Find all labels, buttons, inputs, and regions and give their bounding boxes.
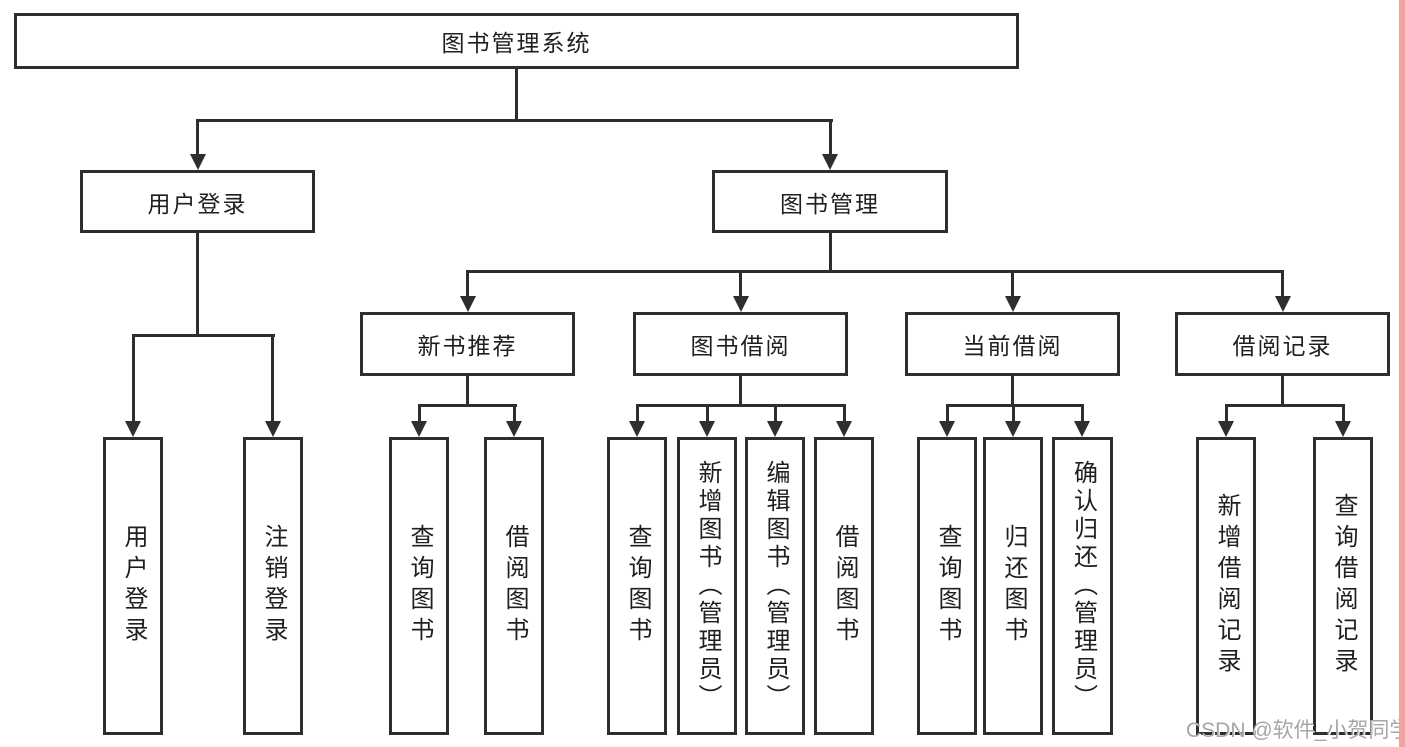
connector-line [636, 404, 846, 407]
node-label: 归还图书 [1000, 524, 1027, 648]
leaf-borrow-books-recommend: 借阅图书 [484, 437, 544, 735]
arrow-head [460, 296, 476, 312]
connector-line [132, 334, 135, 422]
connector-line [706, 404, 709, 422]
connector-line [1342, 404, 1345, 422]
arrow-head [939, 421, 955, 437]
arrow-head [836, 421, 852, 437]
node-user-login: 用户登录 [80, 170, 315, 233]
arrow-head [190, 154, 206, 170]
node-label: 查询图书 [934, 524, 961, 648]
connector-line [774, 404, 777, 422]
node-borrowing-records: 借阅记录 [1175, 312, 1390, 376]
leaf-borrow-books-borrowing: 借阅图书 [814, 437, 874, 735]
node-label: 用户登录 [147, 190, 248, 217]
connector-line [1012, 404, 1015, 422]
connector-line [829, 233, 832, 273]
node-book-management: 图书管理 [712, 170, 948, 233]
node-current-borrowing: 当前借阅 [905, 312, 1120, 376]
arrow-head [1005, 421, 1021, 437]
node-label: 借阅图书 [501, 524, 528, 648]
arrow-head [411, 421, 427, 437]
leaf-logout: 注销登录 [243, 437, 303, 735]
right-edge-strip [1399, 0, 1405, 747]
arrow-head [699, 421, 715, 437]
connector-line [196, 119, 833, 122]
connector-line [739, 375, 742, 407]
arrow-head [125, 421, 141, 437]
connector-line [1011, 270, 1014, 297]
arrow-head [1005, 296, 1021, 312]
arrow-head [1218, 421, 1234, 437]
node-label: 查询图书 [624, 524, 651, 648]
node-label: 借阅图书 [831, 524, 858, 648]
leaf-query-books-borrowing: 查询图书 [607, 437, 667, 735]
connector-line [946, 404, 949, 422]
connector-line [196, 233, 199, 336]
connector-line [271, 334, 274, 422]
connector-line [1281, 270, 1284, 297]
connector-line [466, 270, 1284, 273]
leaf-confirm-return-admin: 确认归还（管理员） [1052, 437, 1113, 735]
connector-line [829, 119, 832, 155]
node-book-borrowing: 图书借阅 [633, 312, 848, 376]
connector-line [1011, 375, 1014, 407]
connector-line [946, 404, 1084, 407]
node-label: 查询借阅记录 [1330, 493, 1357, 679]
node-new-book-recommendation: 新书推荐 [360, 312, 575, 376]
arrow-head [265, 421, 281, 437]
leaf-user-login: 用户登录 [103, 437, 163, 735]
leaf-edit-book-admin: 编辑图书（管理员） [745, 437, 805, 735]
connector-line [1225, 404, 1345, 407]
node-label: 查询图书 [406, 524, 433, 648]
connector-line [843, 404, 846, 422]
node-label: 编辑图书（管理员） [762, 460, 789, 712]
leaf-query-borrow-record: 查询借阅记录 [1313, 437, 1373, 735]
node-label: 借阅记录 [1232, 333, 1333, 359]
leaf-add-borrow-record: 新增借阅记录 [1196, 437, 1256, 735]
csdn-watermark: CSDN @软件_小贺同学 [1186, 719, 1405, 742]
arrow-head [822, 154, 838, 170]
arrow-head [506, 421, 522, 437]
node-label: 新增图书（管理员） [694, 460, 721, 712]
node-label: 确认归还（管理员） [1069, 460, 1097, 712]
connector-line [132, 334, 275, 337]
connector-line [418, 404, 517, 407]
connector-line [418, 404, 421, 422]
arrow-head [733, 296, 749, 312]
connector-line [1225, 404, 1228, 422]
connector-line [1081, 404, 1084, 422]
leaf-return-books: 归还图书 [983, 437, 1043, 735]
node-label: 图书管理系统 [441, 30, 592, 56]
connector-line [513, 404, 516, 422]
connector-line [739, 270, 742, 297]
arrow-head [1074, 421, 1090, 437]
node-label: 新书推荐 [417, 333, 518, 359]
leaf-query-books-current: 查询图书 [917, 437, 977, 735]
arrow-head [1335, 421, 1351, 437]
node-label: 图书借阅 [690, 333, 791, 359]
leaf-add-book-admin: 新增图书（管理员） [677, 437, 737, 735]
node-label: 新增借阅记录 [1213, 493, 1240, 679]
connector-line [1281, 375, 1284, 407]
connector-line [196, 119, 199, 155]
node-label: 注销登录 [260, 524, 287, 648]
node-root-library-management-system: 图书管理系统 [14, 13, 1019, 69]
arrow-head [1275, 296, 1291, 312]
leaf-query-books-recommend: 查询图书 [389, 437, 449, 735]
node-label: 图书管理 [780, 190, 880, 217]
connector-line [515, 68, 518, 122]
connector-line [466, 270, 469, 297]
connector-line [466, 375, 469, 407]
arrow-head [767, 421, 783, 437]
connector-line [636, 404, 639, 422]
node-label: 当前借阅 [962, 333, 1063, 359]
arrow-head [629, 421, 645, 437]
node-label: 用户登录 [120, 524, 147, 648]
